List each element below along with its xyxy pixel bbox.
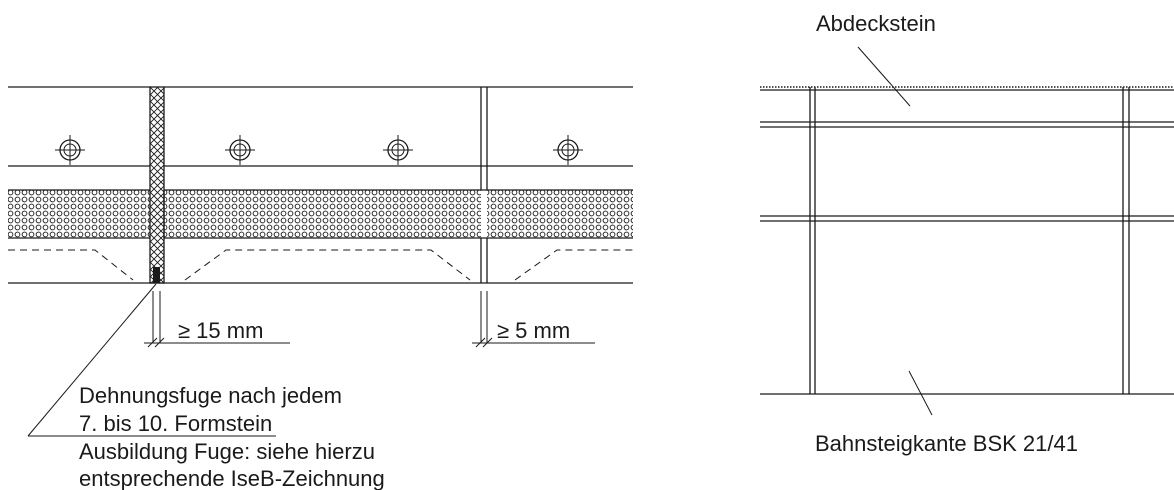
dimension-gap-width: ≥ 5 mm <box>472 291 595 348</box>
right-plan-view: Abdeckstein Bahnsteigkante BSK 21/41 <box>760 11 1174 456</box>
left-elevation-view: ≥ 15 mm ≥ 5 mm Dehnungsfuge nach jedem 7… <box>8 86 633 490</box>
bolt-icon <box>383 135 413 165</box>
dimension-label-joint: ≥ 15 mm <box>178 318 263 343</box>
cover-stone-outline <box>760 86 1174 395</box>
perforated-band <box>8 189 633 239</box>
lower-stone-course <box>8 238 633 284</box>
platform-edge-label: Bahnsteigkante BSK 21/41 <box>815 431 1078 456</box>
bolt-icon <box>553 135 583 165</box>
label-cover-stone: Abdeckstein <box>816 11 936 107</box>
expansion-joint-note: Dehnungsfuge nach jedem 7. bis 10. Forms… <box>27 283 385 490</box>
dimension-joint-width: ≥ 15 mm <box>144 291 290 348</box>
note-line-1: Dehnungsfuge nach jedem <box>79 383 342 408</box>
bolt-icon <box>55 135 85 165</box>
bolt-icon <box>225 135 255 165</box>
note-line-2: 7. bis 10. Formstein <box>79 411 272 436</box>
label-platform-edge: Bahnsteigkante BSK 21/41 <box>815 370 1078 456</box>
note-line-3: Ausbildung Fuge: siehe hierzu <box>79 439 375 464</box>
note-line-4: entsprechende IseB-Zeichnung <box>79 466 385 490</box>
expansion-joint-strip <box>149 86 165 284</box>
bolt-symbols <box>55 135 583 165</box>
dimension-label-gap: ≥ 5 mm <box>497 318 570 343</box>
cover-stone-label: Abdeckstein <box>816 11 936 36</box>
upper-stone-course <box>8 86 633 190</box>
